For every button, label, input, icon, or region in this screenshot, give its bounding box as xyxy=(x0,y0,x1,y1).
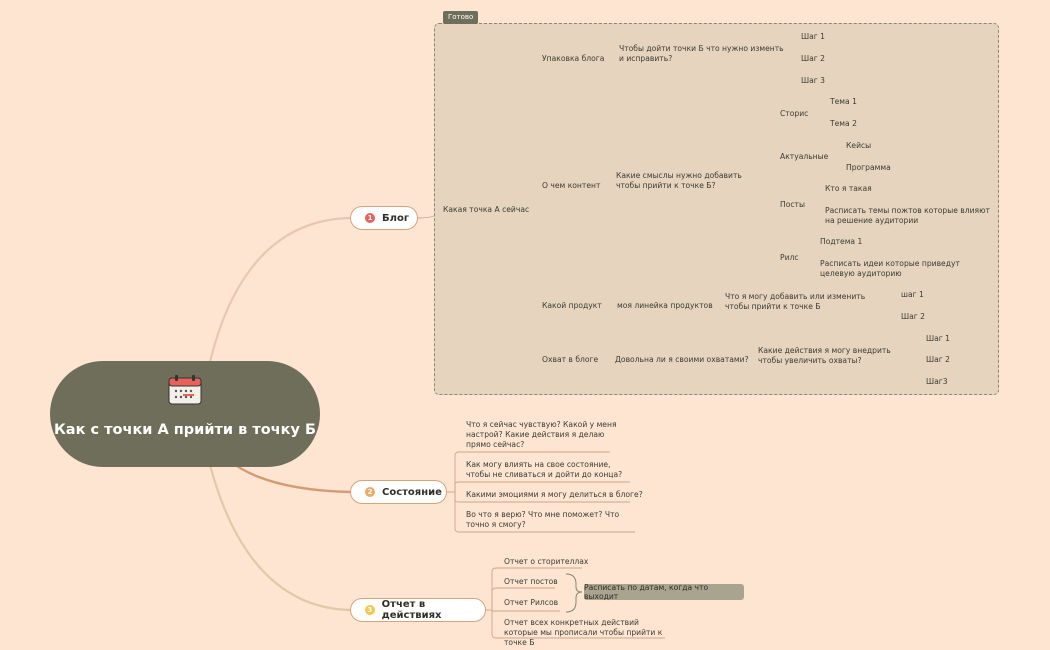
node-product-question[interactable]: Что я могу добавить или изменить чтобы п… xyxy=(725,292,866,311)
node-reach-question[interactable]: Какие действия я могу внедрить чтобы уве… xyxy=(758,346,891,365)
node-actual[interactable]: Актуальные xyxy=(780,152,829,161)
badge-2: 2 xyxy=(365,487,375,497)
topic-report-label: Отчет в действиях xyxy=(381,599,442,621)
node-reels[interactable]: Рилс xyxy=(780,253,799,262)
report-item-1[interactable]: Отчет о сторителлах xyxy=(504,557,589,566)
node-product-sub[interactable]: моя линейка продуктов xyxy=(617,301,713,310)
node-packaging-step-3[interactable]: Шаг 3 xyxy=(801,76,826,85)
root-title: Как с точки А прийти в точку Б xyxy=(53,422,317,438)
node-product-step-2[interactable]: Шаг 2 xyxy=(901,312,926,321)
node-packaging[interactable]: Упаковка блога xyxy=(542,54,605,63)
node-reach-sub[interactable]: Довольна ли я своими охватами? xyxy=(615,355,749,364)
topic-report[interactable]: 3 Отчет в действиях xyxy=(350,598,486,622)
topic-blog-label: Блог xyxy=(382,212,410,224)
root-topic[interactable]: Как с точки А прийти в точку Б xyxy=(50,361,320,467)
node-content[interactable]: О чем контент xyxy=(542,181,601,190)
node-posts-item-1[interactable]: Кто я такая xyxy=(825,184,872,193)
node-posts-item-2[interactable]: Расписать темы пожтов которые влияют на … xyxy=(825,206,990,225)
calendar-icon xyxy=(168,375,202,405)
node-reach-step-2[interactable]: Шаг 2 xyxy=(926,355,951,364)
badge-3: 3 xyxy=(365,605,375,615)
node-reach[interactable]: Охват в блоге xyxy=(542,355,599,364)
done-boundary xyxy=(434,23,999,395)
state-item-1[interactable]: Что я сейчас чувствую? Какой у меня наст… xyxy=(466,420,617,449)
node-product-step-1[interactable]: шаг 1 xyxy=(901,290,924,299)
report-item-3[interactable]: Отчет Рилсов xyxy=(504,598,559,607)
report-summary[interactable]: Расписать по датам, когда что выходит xyxy=(584,583,744,601)
node-stories[interactable]: Сторис xyxy=(780,109,809,118)
node-stories-item-1[interactable]: Тема 1 xyxy=(830,97,857,106)
node-stories-item-2[interactable]: Тема 2 xyxy=(830,119,857,128)
node-actual-item-2[interactable]: Программа xyxy=(846,163,891,172)
topic-state[interactable]: 2 Состояние xyxy=(350,480,447,504)
state-item-3[interactable]: Какими эмоциями я могу делиться в блоге? xyxy=(466,490,643,499)
node-product[interactable]: Какой продукт xyxy=(542,301,602,310)
node-packaging-step-1[interactable]: Шаг 1 xyxy=(801,32,826,41)
node-posts[interactable]: Посты xyxy=(780,200,805,209)
node-packaging-question[interactable]: Чтобы дойти точки Б что нужно изменть и … xyxy=(619,44,784,63)
boundary-label: Готово xyxy=(443,11,479,24)
badge-1: 1 xyxy=(365,213,375,223)
report-item-4[interactable]: Отчет всех конкретных действий которые м… xyxy=(504,618,663,647)
state-item-2[interactable]: Как могу влиять на свое состояние, чтобы… xyxy=(466,460,623,479)
node-reach-step-3[interactable]: Шаг3 xyxy=(926,377,948,386)
node-content-question[interactable]: Какие смыслы нужно добавить чтобы прийти… xyxy=(616,171,742,190)
node-start[interactable]: Какая точка А сейчас xyxy=(443,205,530,214)
state-item-4[interactable]: Во что я верю? Что мне поможет? Что точн… xyxy=(466,510,620,529)
node-reels-item-2[interactable]: Расписать идеи которые приведут целевую … xyxy=(820,259,960,278)
node-actual-item-1[interactable]: Кейсы xyxy=(846,141,872,150)
node-reels-item-1[interactable]: Подтема 1 xyxy=(820,237,863,246)
topic-state-label: Состояние xyxy=(382,486,442,498)
node-reach-step-1[interactable]: Шаг 1 xyxy=(926,334,951,343)
topic-blog[interactable]: 1 Блог xyxy=(350,206,418,230)
node-packaging-step-2[interactable]: Шаг 2 xyxy=(801,54,826,63)
report-item-2[interactable]: Отчет постов xyxy=(504,577,558,586)
